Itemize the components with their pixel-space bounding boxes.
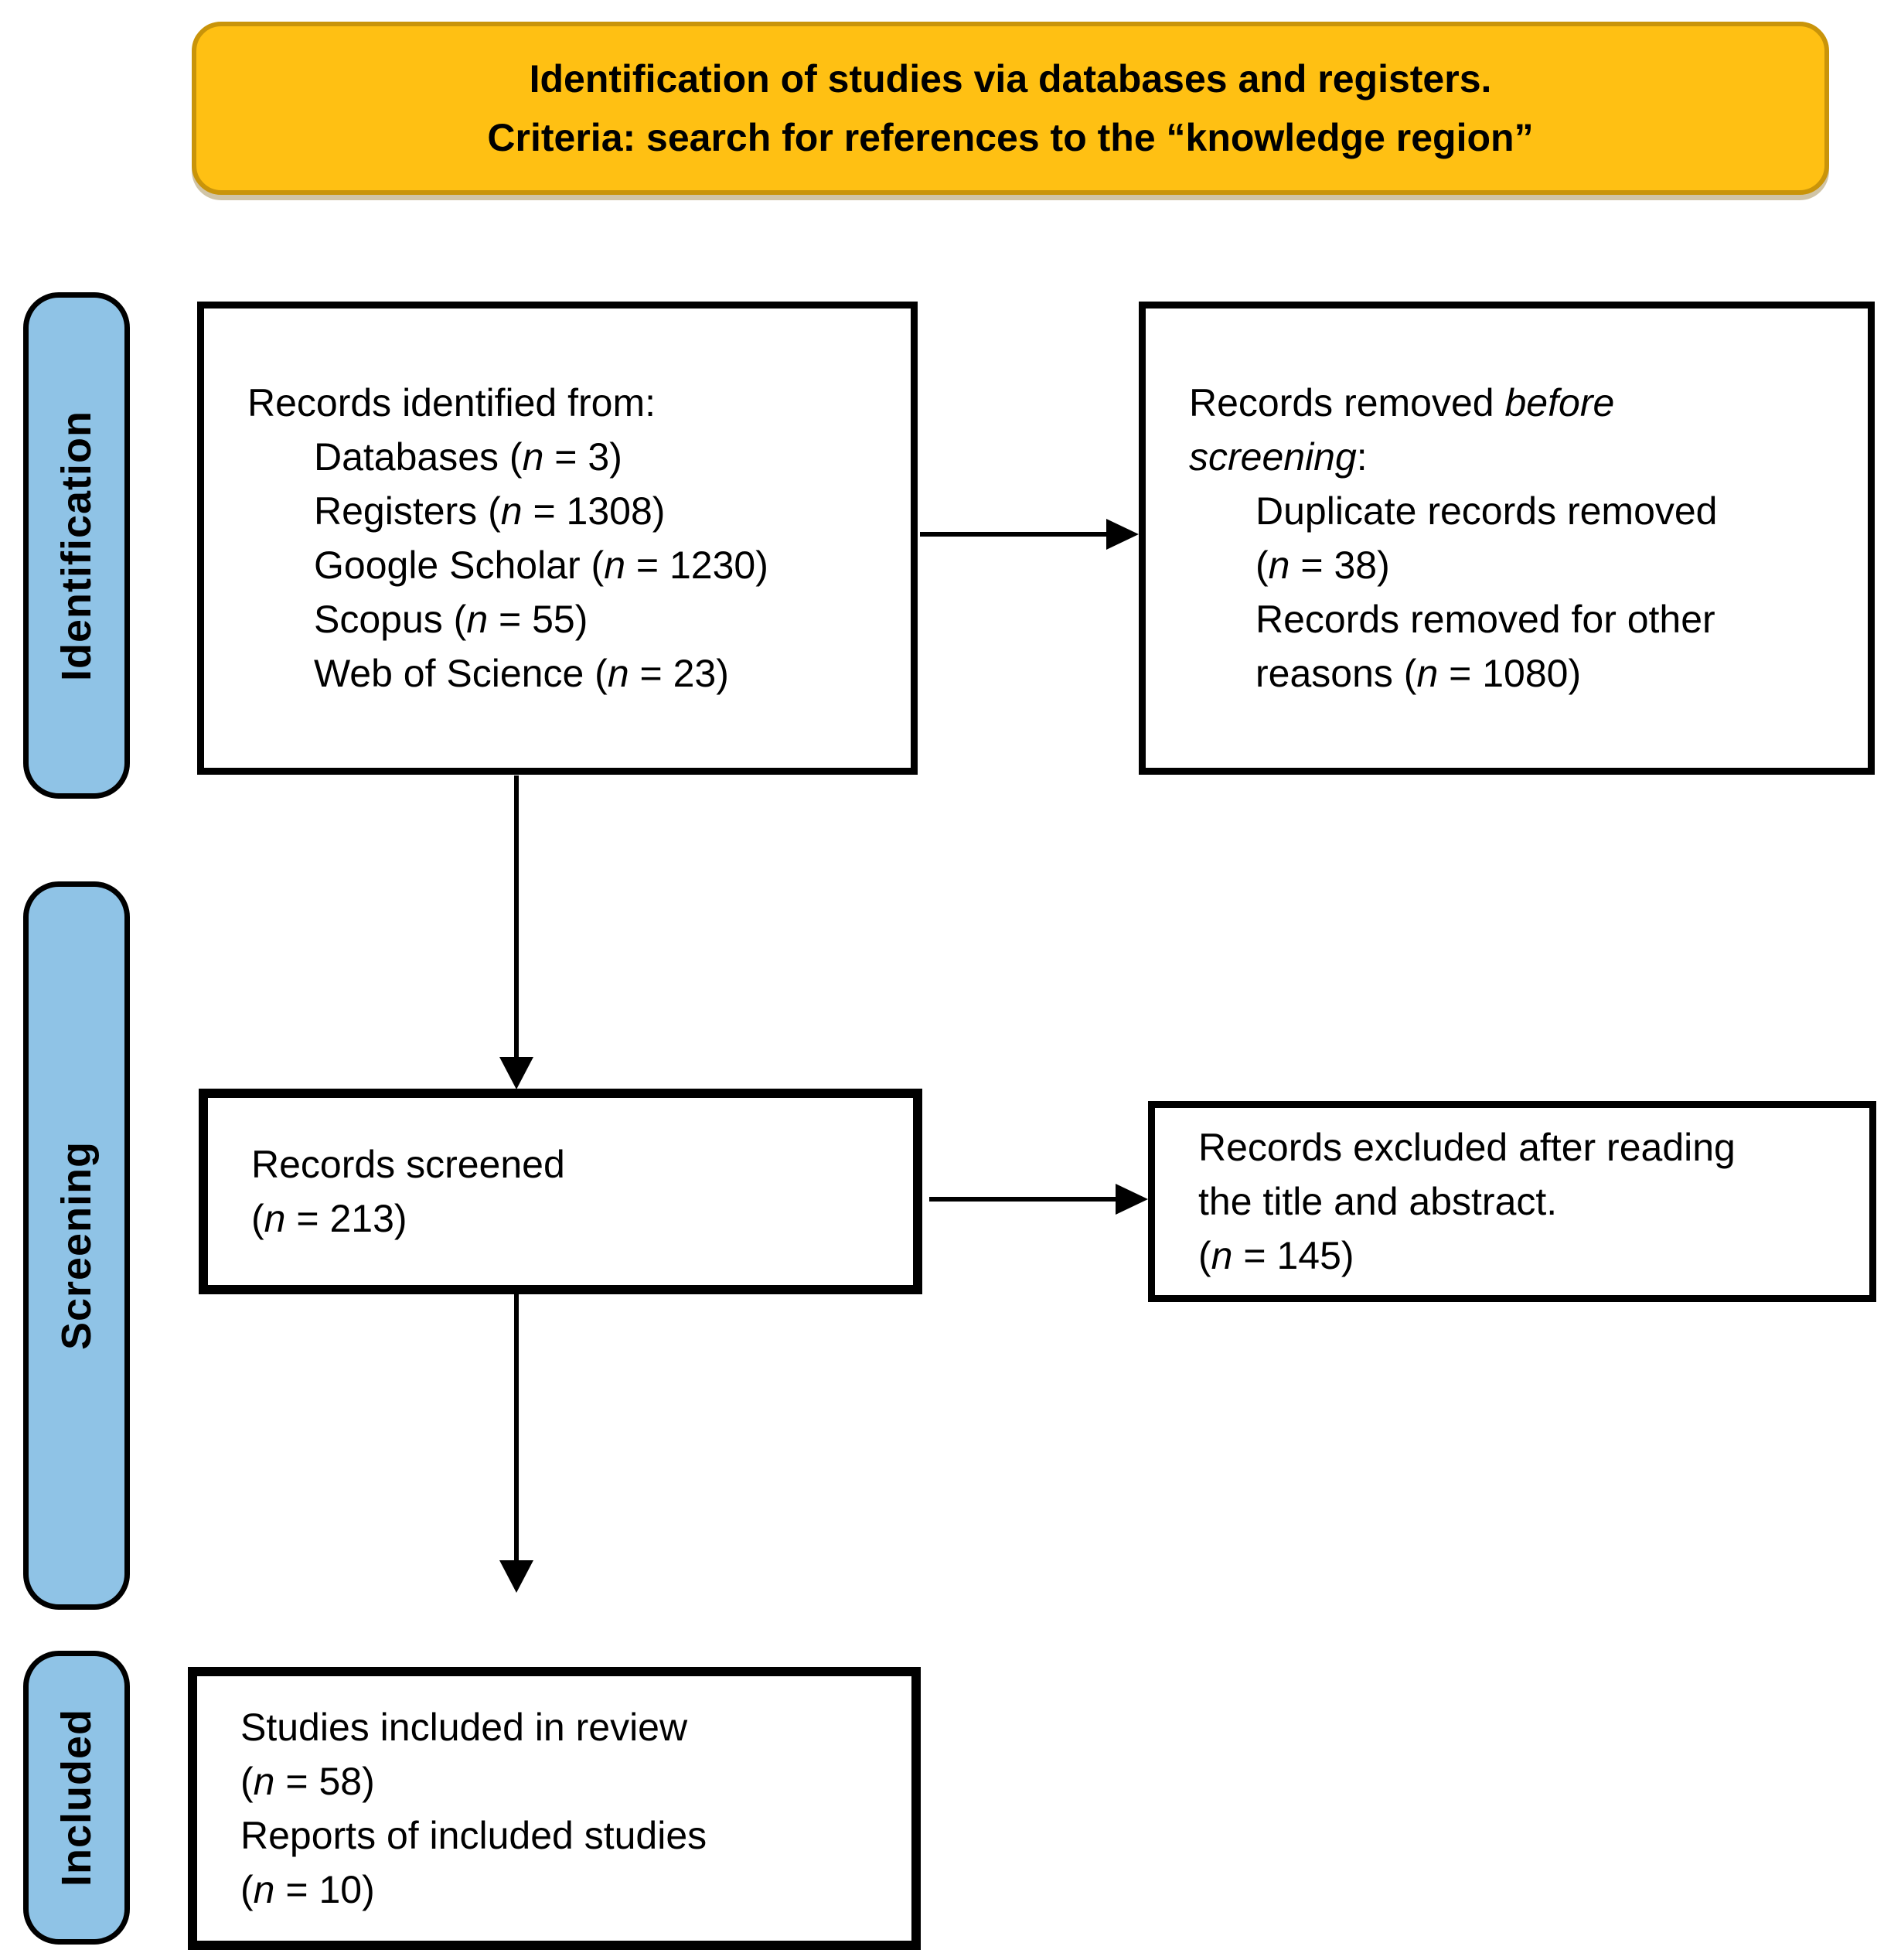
italic-text-segment: n [1268,544,1290,587]
arrow-head-right-icon [1106,519,1139,550]
stage-included-label: Included [53,1708,101,1887]
stage-screening-label: Screening [53,1140,100,1351]
text-line: (n = 58) [240,1754,888,1808]
text-line: Duplicate records removed [1189,484,1845,538]
text-segment: ( [240,1760,254,1803]
text-segment: ( [1255,544,1269,587]
text-line: Reports of included studies [240,1808,888,1863]
box-studies-included: Studies included in review(n = 58)Report… [188,1667,921,1950]
text-segment: Reports of included studies [240,1814,707,1857]
text-segment: Records identified from: [247,381,656,424]
text-segment: ( [240,1868,254,1911]
italic-text-segment: n [264,1197,286,1240]
text-segment: the title and abstract. [1198,1180,1558,1223]
text-segment: Duplicate records removed [1255,489,1718,533]
italic-text-segment: screening [1189,435,1357,479]
arrow-identified-to-screened [499,775,533,1089]
text-line: Records screened [251,1137,890,1191]
arrow-shaft [514,1294,519,1563]
arrow-shaft [920,532,1109,537]
stage-screening: Screening [23,881,130,1610]
text-segment: ( [1198,1234,1211,1277]
stage-included: Included [23,1651,130,1945]
text-line: Studies included in review [240,1700,888,1754]
text-line: Records removed for other [1189,592,1845,646]
text-segment: = 1080) [1438,652,1582,695]
text-segment: ( [251,1197,264,1240]
arrow-head-down-icon [499,1057,533,1089]
box-records-excluded: Records excluded after reading the title … [1148,1101,1876,1302]
italic-text-segment: n [522,435,544,479]
text-segment: = 38) [1290,544,1390,587]
text-segment: Google Scholar ( [314,544,605,587]
text-segment: = 1230) [625,544,768,587]
text-segment: = 23) [629,652,729,695]
italic-text-segment: n [1211,1234,1233,1277]
banner-line-1: Identification of studies via databases … [529,57,1492,101]
text-segment: Records screened [251,1143,565,1186]
stage-identification: Identification [23,292,130,799]
text-line: Records excluded after reading [1198,1120,1846,1174]
text-segment: = 213) [285,1197,407,1240]
stage-identification-label: Identification [53,410,100,681]
text-line: Web of Science (n = 23) [247,646,887,700]
box-records-screened: Records screened (n = 213) [199,1089,922,1294]
arrow-shaft [929,1197,1119,1202]
text-segment: Registers ( [314,489,501,533]
banner-line-2: Criteria: search for references to the “… [487,116,1534,159]
arrow-shaft [514,775,519,1060]
italic-text-segment: n [1416,652,1439,695]
text-segment: = 55) [488,598,588,641]
text-line: (n = 10) [240,1863,888,1917]
italic-text-segment: n [253,1760,275,1803]
arrow-screened-to-included [499,1294,533,1593]
arrow-identified-to-removed [920,519,1139,550]
box-records-identified: Records identified from:Databases (n = 3… [197,302,918,775]
arrow-head-down-icon [499,1560,533,1593]
text-segment: Records removed for other [1255,598,1715,641]
text-segment: = 10) [274,1868,375,1911]
text-line: (n = 213) [251,1191,890,1246]
text-segment: : [1356,435,1368,479]
text-line: Records identified from: [247,376,887,430]
text-line: Databases (n = 3) [247,430,887,484]
text-line: screening: [1189,430,1845,484]
text-segment: Scopus ( [314,598,467,641]
text-segment: = 145) [1232,1234,1354,1277]
italic-text-segment: n [607,652,629,695]
text-line: (n = 145) [1198,1229,1846,1283]
text-line: reasons (n = 1080) [1189,646,1845,700]
text-line: Google Scholar (n = 1230) [247,538,887,592]
text-segment: Studies included in review [240,1706,688,1749]
italic-text-segment: n [466,598,489,641]
arrow-head-right-icon [1116,1184,1148,1215]
italic-text-segment: n [253,1868,275,1911]
italic-text-segment: before [1504,381,1615,424]
title-banner: Identification of studies via databases … [192,22,1829,195]
text-segment: = 1308) [522,489,666,533]
text-segment: reasons ( [1255,652,1417,695]
arrow-screened-to-excluded [929,1184,1148,1215]
text-line: Registers (n = 1308) [247,484,887,538]
text-segment: Records excluded after reading [1198,1126,1736,1169]
text-segment: = 3) [543,435,622,479]
text-line: (n = 38) [1189,538,1845,592]
text-segment: = 58) [274,1760,375,1803]
text-segment: Records removed [1189,381,1505,424]
text-line: Records removed before [1189,376,1845,430]
text-line: the title and abstract. [1198,1174,1846,1229]
italic-text-segment: n [604,544,626,587]
text-segment: Web of Science ( [314,652,608,695]
italic-text-segment: n [500,489,523,533]
text-segment: Databases ( [314,435,523,479]
text-line: Scopus (n = 55) [247,592,887,646]
